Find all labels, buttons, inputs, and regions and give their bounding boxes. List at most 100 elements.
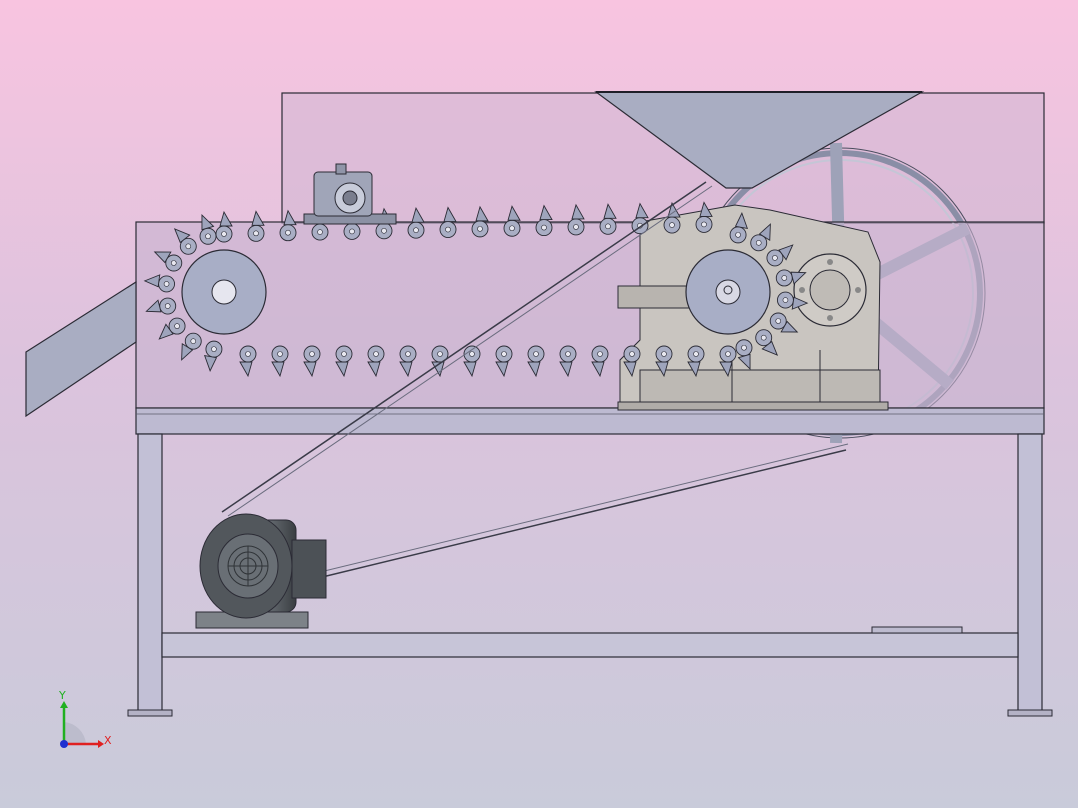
chain-tooth: [539, 204, 553, 221]
chain-tooth: [399, 361, 413, 378]
frame-top-rail[interactable]: [135, 407, 1045, 435]
chain-tooth: [367, 361, 381, 378]
chain-pin: [772, 255, 778, 261]
chain-pin: [437, 351, 443, 357]
chain-pin: [190, 338, 197, 344]
chain-tooth: [153, 251, 172, 264]
chain-tooth: [335, 361, 349, 378]
chain-tooth: [737, 353, 751, 370]
pillow-block-bearing[interactable]: [303, 163, 397, 225]
chain-tooth: [463, 361, 477, 378]
chain-pin: [277, 351, 283, 357]
chain-pin: [221, 231, 227, 237]
drive-sprocket[interactable]: [181, 249, 267, 335]
chain-tooth: [181, 342, 194, 361]
chain-tooth: [655, 361, 669, 378]
chain-pin: [205, 233, 211, 240]
chain-tooth: [719, 361, 733, 378]
chain-pin: [565, 351, 571, 357]
driven-sprocket[interactable]: [685, 249, 771, 335]
chain-pin: [775, 318, 782, 324]
chain-tooth: [271, 361, 285, 378]
chain-pin: [573, 224, 579, 230]
electric-motor[interactable]: [195, 513, 327, 629]
chain-pin: [170, 260, 177, 266]
chain-tooth: [571, 203, 585, 220]
chain-tooth: [758, 223, 771, 242]
chain-tooth: [411, 207, 425, 223]
chain-pin: [533, 351, 539, 357]
chain-pin: [477, 226, 483, 232]
support-frame[interactable]: [127, 433, 1053, 717]
chain-pin: [373, 351, 379, 357]
chain-tooth: [143, 274, 161, 288]
discharge-chute[interactable]: [25, 280, 137, 418]
chain-tooth: [734, 212, 749, 229]
chain-pin: [693, 351, 699, 357]
chain-pin: [285, 229, 291, 236]
chain-tooth: [527, 361, 541, 378]
chain-tooth: [761, 340, 779, 356]
chain-pin: [735, 232, 741, 238]
chain-tooth: [431, 361, 445, 378]
chain-tooth: [687, 361, 701, 378]
coordinate-triad: X Y: [58, 689, 112, 748]
chain-pin: [164, 303, 171, 309]
chain-pin: [669, 222, 675, 228]
chain-tooth: [790, 271, 807, 285]
chain-tooth: [623, 361, 637, 378]
chain-tooth: [173, 228, 191, 244]
chain-pin: [760, 334, 767, 341]
chain-pin: [413, 227, 419, 233]
chain-tooth: [635, 202, 649, 219]
chain-pin: [755, 240, 762, 246]
x-axis-label: X: [104, 734, 112, 747]
chain-pin: [349, 228, 355, 235]
chain-pin: [725, 351, 731, 357]
chain-pin: [501, 351, 507, 357]
chain-pin: [605, 223, 611, 230]
chain-tooth: [778, 244, 794, 261]
chain-pin: [211, 346, 217, 352]
chain-pin: [701, 221, 707, 228]
chain-pin: [629, 351, 635, 357]
chain-tooth: [780, 320, 799, 333]
chain-tooth: [283, 209, 297, 226]
chain-tooth: [699, 201, 713, 217]
chain-tooth: [158, 323, 174, 340]
chain-tooth: [603, 203, 617, 219]
chain-pin: [174, 323, 180, 329]
chain-pin: [381, 228, 387, 234]
chain-tooth: [495, 361, 509, 378]
y-axis-label: Y: [58, 689, 66, 702]
chain-pin: [309, 351, 315, 357]
chain-tooth: [145, 299, 162, 313]
chain-tooth: [239, 361, 253, 378]
chain-pin: [341, 351, 347, 357]
chain-pin: [185, 243, 192, 250]
chain-pin: [245, 351, 251, 357]
chain-pin: [597, 351, 603, 357]
chain-pin: [317, 229, 323, 235]
chain-tooth: [443, 206, 457, 222]
chain-pin: [661, 351, 667, 357]
chain-pin: [405, 351, 411, 357]
conveyor-box[interactable]: [135, 221, 1045, 409]
chain-tooth: [507, 205, 521, 221]
chain-tooth: [591, 361, 605, 378]
chain-pin: [445, 226, 451, 233]
chain-tooth: [219, 210, 233, 227]
chain-tooth: [303, 361, 317, 378]
chain-tooth: [559, 361, 573, 378]
chain-pin: [469, 351, 475, 357]
v-belt[interactable]: [221, 181, 849, 581]
chain-tooth: [791, 296, 809, 310]
chain-tooth: [475, 205, 489, 222]
chain-tooth: [251, 210, 265, 226]
chain-pin: [541, 224, 547, 231]
chain-pin: [781, 275, 788, 281]
chain-tooth: [201, 214, 215, 231]
chain-pin: [782, 297, 789, 303]
